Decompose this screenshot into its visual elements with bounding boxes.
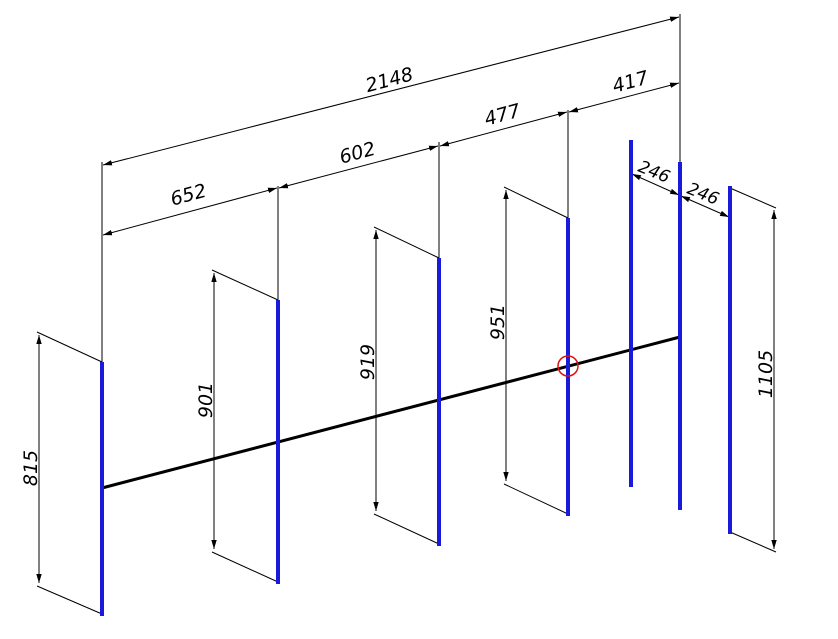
dim-overall-2148 [102,16,680,166]
label-height-901: 901 [195,382,217,418]
ext-el1-top [36,331,103,363]
dim-spacing-246-a [631,173,680,196]
extension-lines [36,14,777,615]
ext-el4-bottom [503,483,569,515]
ext-el3-top [373,226,440,259]
boom [101,335,681,490]
label-height-815: 815 [20,450,42,486]
ext-el2-bottom [211,551,279,583]
ext-el1-bottom [36,585,103,615]
label-height-919: 919 [357,344,379,380]
label-spacing-417: 417 [610,67,651,98]
label-spacing-652: 652 [168,180,209,211]
label-overall-2148: 2148 [363,63,415,97]
label-height-951: 951 [487,304,509,340]
label-height-1105: 1105 [755,350,777,398]
ext-el7-bottom [729,531,777,553]
elements [100,140,732,616]
ext-el7-top [729,187,777,209]
label-spacing-246-a: 246 [635,157,673,188]
ext-el2-top [211,269,279,301]
ext-el4-top [503,186,569,219]
label-spacing-246-b: 246 [684,179,722,210]
dim-spacing-652 [102,187,278,236]
dimension-labels: 815 901 919 951 1105 652 602 477 417 246… [20,63,777,486]
dim-spacing-246-b [680,195,730,218]
feed-point-circle [557,355,579,377]
dimension-lines [36,16,777,583]
ext-el3-bottom [373,513,440,545]
